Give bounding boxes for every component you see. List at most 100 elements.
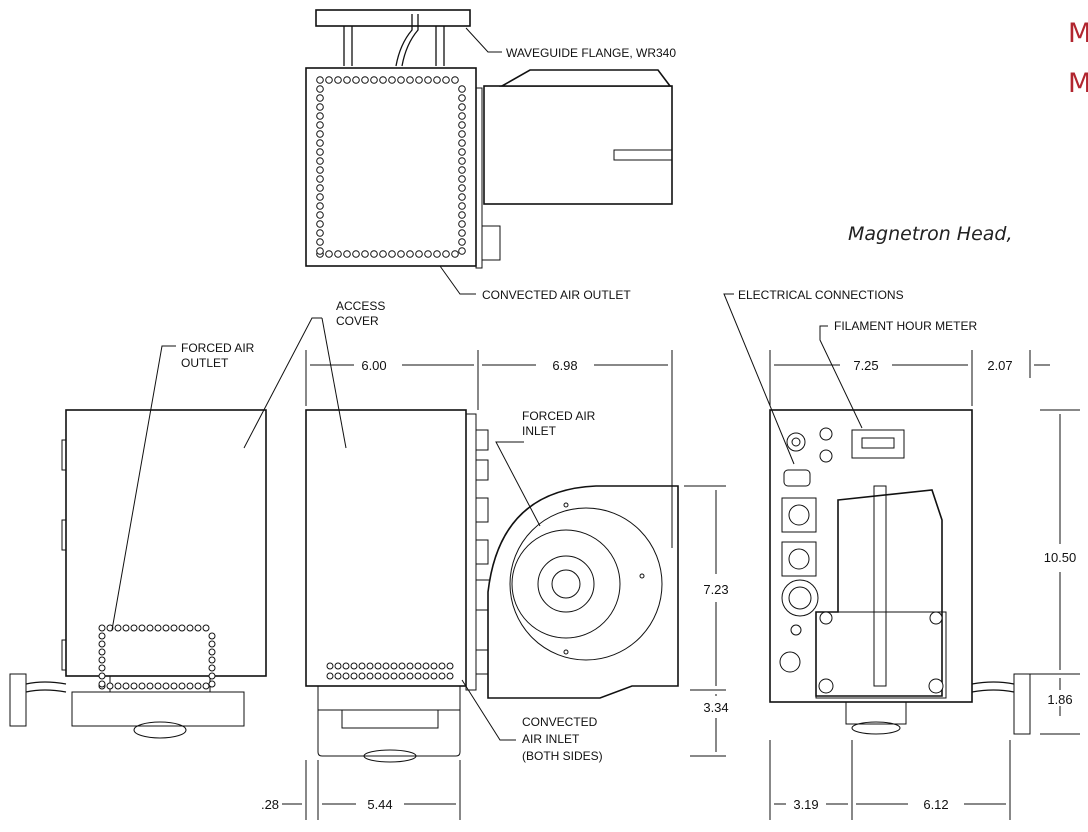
vent-hole — [388, 250, 396, 258]
vent-hole — [342, 662, 350, 670]
vent-hole — [334, 672, 342, 680]
label-convected-air-outlet: CONVECTED AIR OUTLET — [482, 288, 631, 302]
vent-hole — [446, 672, 454, 680]
vent-hole — [316, 139, 324, 147]
label-forced-air-outlet-1: FORCED AIR — [181, 341, 255, 355]
vent-hole — [316, 103, 324, 111]
vent-hole — [366, 672, 374, 680]
dim-3-19: 3.19 — [793, 797, 818, 812]
vent-hole — [98, 632, 106, 640]
vent-hole — [146, 624, 154, 632]
vent-hole — [350, 662, 358, 670]
label-convected-air-inlet-3: (BOTH SIDES) — [522, 749, 603, 763]
rear-dsub-connector — [783, 469, 811, 487]
leader-waveguide-flange — [465, 27, 502, 53]
waveguide-flange-plate — [315, 9, 471, 27]
vent-hole — [316, 85, 324, 93]
vent-hole — [343, 250, 351, 258]
vent-hole — [398, 672, 406, 680]
label-access-cover-1: ACCESS — [336, 299, 385, 313]
filament-hour-meter — [851, 429, 905, 459]
top-view — [305, 9, 673, 269]
vent-hole — [326, 672, 334, 680]
vent-hole — [361, 250, 369, 258]
title-line-1: M — [1068, 18, 1088, 49]
left-view-forced-air-outlet-holes — [98, 624, 216, 690]
front-mounting-bracket — [317, 710, 461, 757]
vent-hole — [398, 662, 406, 670]
vent-hole — [446, 662, 454, 670]
vent-hole — [458, 211, 466, 219]
leader-filament-hour-meter — [819, 325, 863, 429]
vent-hole — [208, 640, 216, 648]
vent-hole — [154, 624, 162, 632]
vent-hole — [106, 624, 114, 632]
vent-hole — [194, 682, 202, 690]
label-filament-hour-meter: FILAMENT HOUR METER — [834, 319, 977, 333]
vent-hole — [170, 682, 178, 690]
title-line-2: M — [1068, 68, 1088, 99]
vent-hole — [458, 121, 466, 129]
vent-hole — [106, 682, 114, 690]
vent-hole — [326, 662, 334, 670]
vent-hole — [397, 76, 405, 84]
vent-hole — [370, 76, 378, 84]
vent-hole — [458, 220, 466, 228]
vent-hole — [358, 672, 366, 680]
vent-hole — [458, 112, 466, 120]
vent-hole — [458, 184, 466, 192]
leader-convected-air-inlet — [461, 679, 516, 741]
vent-hole — [458, 166, 466, 174]
vent-hole — [406, 76, 414, 84]
caption: Magnetron Head, — [848, 223, 1013, 245]
label-convected-air-inlet-1: CONVECTED — [522, 715, 598, 729]
vent-hole — [458, 175, 466, 183]
rear-grounding-stud — [779, 651, 801, 673]
vent-hole — [414, 672, 422, 680]
vent-hole — [458, 202, 466, 210]
vent-hole — [186, 624, 194, 632]
vent-hole — [316, 94, 324, 102]
vent-hole — [390, 672, 398, 680]
vent-hole — [424, 76, 432, 84]
label-forced-air-inlet-2: INLET — [522, 424, 557, 438]
vent-hole — [374, 662, 382, 670]
vent-hole — [458, 247, 466, 255]
vent-hole — [208, 680, 216, 688]
vent-hole — [382, 672, 390, 680]
vent-hole — [388, 76, 396, 84]
vent-hole — [342, 672, 350, 680]
vent-hole — [430, 672, 438, 680]
vent-hole — [202, 682, 210, 690]
label-access-cover-2: COVER — [336, 314, 379, 328]
vent-hole — [451, 250, 459, 258]
vent-hole — [430, 662, 438, 670]
vent-hole — [316, 76, 324, 84]
label-electrical-connections: ELECTRICAL CONNECTIONS — [738, 288, 904, 302]
vent-hole — [98, 664, 106, 672]
vent-hole — [154, 682, 162, 690]
vent-hole — [415, 76, 423, 84]
vent-hole — [316, 148, 324, 156]
dim-6-00: 6.00 — [361, 358, 386, 373]
vent-hole — [379, 76, 387, 84]
vent-hole — [458, 85, 466, 93]
vent-hole — [178, 624, 186, 632]
rear-view — [769, 409, 1031, 735]
vent-hole — [366, 662, 374, 670]
vent-hole — [316, 175, 324, 183]
vent-hole — [316, 184, 324, 192]
vent-hole — [382, 662, 390, 670]
dim-6-98: 6.98 — [552, 358, 577, 373]
leader-access-cover-1 — [243, 317, 322, 449]
vent-hole — [316, 220, 324, 228]
vent-hole — [406, 662, 414, 670]
vent-hole — [390, 662, 398, 670]
vent-hole — [325, 76, 333, 84]
vent-hole — [370, 250, 378, 258]
leader-access-cover-2 — [321, 317, 347, 449]
vent-hole — [352, 250, 360, 258]
vent-hole — [146, 682, 154, 690]
vent-hole — [202, 624, 210, 632]
